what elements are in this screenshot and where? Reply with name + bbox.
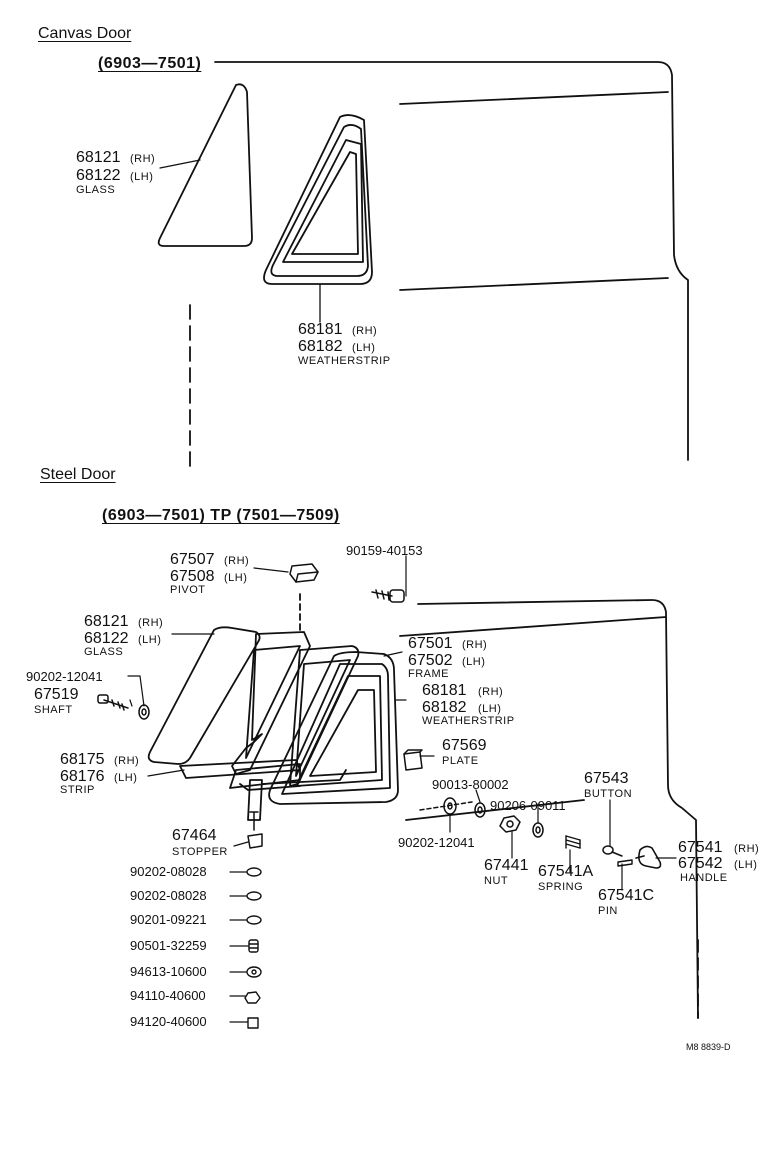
canvas-door-range: (6903—7501) bbox=[98, 55, 202, 72]
frame-rh-side: (RH) bbox=[462, 639, 488, 651]
pivot-name: PIVOT bbox=[170, 584, 206, 596]
nut-shape bbox=[499, 815, 521, 833]
steel-door-body-outline bbox=[299, 593, 699, 1019]
hardware-1-number: 90202-08028 bbox=[130, 864, 207, 879]
pivot-lh-side: (LH) bbox=[224, 572, 248, 584]
handle-rh-number: 67541 bbox=[678, 839, 723, 856]
strip-rh-number: 68175 bbox=[60, 751, 105, 768]
pivot-rh-number: 67507 bbox=[170, 551, 215, 568]
pin-shape bbox=[617, 859, 633, 867]
figure-code: M8 8839-D bbox=[686, 1042, 731, 1052]
steel-weatherstrip-lh-number: 68182 bbox=[422, 699, 467, 716]
handle-rh-side: (RH) bbox=[734, 843, 760, 855]
shaft-name: SHAFT bbox=[34, 704, 73, 716]
canvas-glass-lh-side: (LH) bbox=[130, 171, 154, 183]
spring-shape bbox=[565, 835, 581, 849]
plate-shape bbox=[403, 749, 423, 771]
steel-weatherstrip-rh-side: (RH) bbox=[478, 686, 504, 698]
handle-lh-number: 67542 bbox=[678, 855, 723, 872]
spring-number: 67541A bbox=[538, 863, 594, 880]
button-name: BUTTON bbox=[584, 788, 633, 800]
strip-lh-number: 68176 bbox=[60, 768, 105, 785]
pivot-rh-side: (RH) bbox=[224, 555, 250, 567]
canvas-weatherstrip-lh-side: (LH) bbox=[352, 342, 376, 354]
spring-name: SPRING bbox=[538, 881, 584, 893]
hardware-7-number: 94120-40600 bbox=[130, 1014, 207, 1029]
steel-door-title: Steel Door bbox=[40, 466, 116, 483]
hardware-6-number: 94110-40600 bbox=[130, 988, 206, 1003]
washer-b-number: 90206-09011 bbox=[490, 798, 566, 813]
strip-name: STRIP bbox=[60, 784, 95, 796]
steel-leaders bbox=[127, 555, 677, 1023]
canvas-glass-shape bbox=[157, 83, 253, 247]
canvas-door-body-outline bbox=[189, 61, 689, 471]
pin-name: PIN bbox=[598, 905, 618, 917]
nut-number: 67441 bbox=[484, 857, 529, 874]
plate-number: 67569 bbox=[442, 737, 487, 754]
steel-weatherstrip-shape bbox=[268, 651, 399, 805]
steel-glass-lh-side: (LH) bbox=[138, 634, 162, 646]
washer-a-number: 90013-80002 bbox=[432, 777, 509, 792]
handle-lh-side: (LH) bbox=[734, 859, 758, 871]
steel-glass-name: GLASS bbox=[84, 646, 124, 658]
canvas-glass-rh-number: 68121 bbox=[76, 149, 121, 166]
hardware-4-number: 90501-32259 bbox=[130, 938, 207, 953]
hardware-2-number: 90202-08028 bbox=[130, 888, 207, 903]
steel-glass-rh-side: (RH) bbox=[138, 617, 164, 629]
washer-c-number: 90202-12041 bbox=[398, 835, 475, 850]
plate-name: PLATE bbox=[442, 755, 479, 767]
handle-shape bbox=[635, 845, 662, 869]
hardware-column-shapes bbox=[244, 867, 262, 1029]
pivot-lh-number: 67508 bbox=[170, 568, 215, 585]
canvas-glass-rh-side: (RH) bbox=[130, 153, 156, 165]
hardware-3-number: 90201-09221 bbox=[130, 912, 207, 927]
canvas-weatherstrip-rh-number: 68181 bbox=[298, 321, 343, 338]
canvas-leaders bbox=[159, 159, 321, 323]
steel-glass-lh-number: 68122 bbox=[84, 630, 129, 647]
steel-glass-rh-number: 68121 bbox=[84, 613, 129, 630]
canvas-weatherstrip-name: WEATHERSTRIP bbox=[298, 355, 391, 367]
steel-door-range: (6903—7501) TP (7501—7509) bbox=[102, 507, 340, 524]
nut-name: NUT bbox=[484, 875, 509, 887]
canvas-weatherstrip-rh-side: (RH) bbox=[352, 325, 378, 337]
stopper-number: 67464 bbox=[172, 827, 217, 844]
frame-name: FRAME bbox=[408, 668, 449, 680]
handle-name: HANDLE bbox=[680, 872, 728, 884]
pin-number: 67541C bbox=[598, 887, 655, 904]
steel-glass-shape bbox=[147, 626, 261, 765]
canvas-weatherstrip-lh-number: 68182 bbox=[298, 338, 343, 355]
hardware-5-number: 94613-10600 bbox=[130, 964, 207, 979]
shaft-number: 67519 bbox=[34, 686, 79, 703]
canvas-glass-name: GLASS bbox=[76, 184, 116, 196]
steel-weatherstrip-rh-number: 68181 bbox=[422, 682, 467, 699]
strip-rh-side: (RH) bbox=[114, 755, 140, 767]
stopper-shape bbox=[247, 811, 263, 849]
bolt-shape bbox=[371, 589, 405, 603]
frame-lh-number: 67502 bbox=[408, 652, 453, 669]
strip-lh-side: (LH) bbox=[114, 772, 138, 784]
bolt-number: 90159-40153 bbox=[346, 543, 423, 558]
button-shape bbox=[602, 845, 623, 857]
steel-weatherstrip-lh-side: (LH) bbox=[478, 703, 502, 715]
shaft-washer-number: 90202-12041 bbox=[26, 669, 103, 684]
shaft-shape bbox=[97, 694, 150, 720]
stopper-name: STOPPER bbox=[172, 846, 228, 858]
frame-rh-number: 67501 bbox=[408, 635, 453, 652]
canvas-door-title: Canvas Door bbox=[38, 25, 132, 42]
canvas-glass-lh-number: 68122 bbox=[76, 167, 121, 184]
pivot-shape bbox=[289, 563, 319, 583]
button-number: 67543 bbox=[584, 770, 629, 787]
strip-shape bbox=[179, 759, 301, 821]
frame-lh-side: (LH) bbox=[462, 656, 486, 668]
canvas-weatherstrip-shape bbox=[263, 114, 373, 285]
steel-weatherstrip-name: WEATHERSTRIP bbox=[422, 715, 515, 727]
